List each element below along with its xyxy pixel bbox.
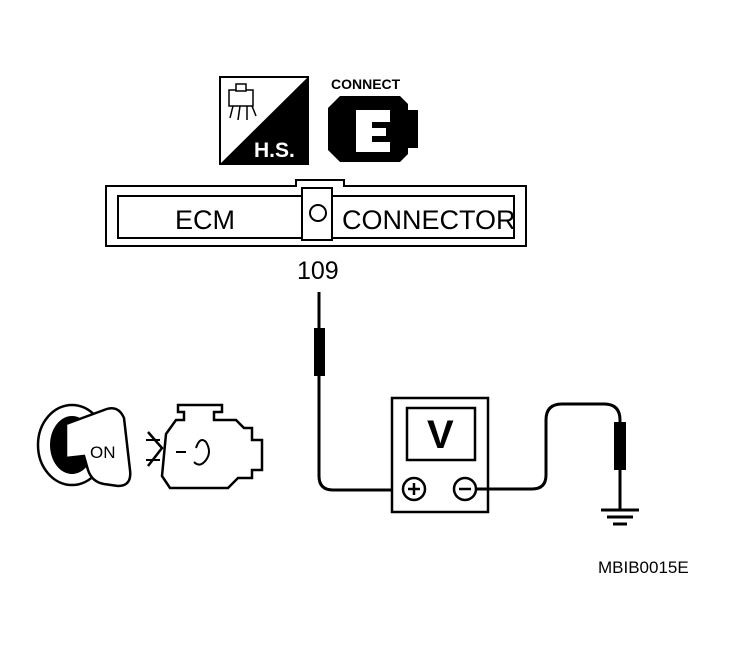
voltmeter-label: V bbox=[427, 413, 454, 457]
connect-icon-label: CONNECT bbox=[331, 76, 401, 92]
voltmeter: V bbox=[390, 396, 490, 514]
ignition-label: ON bbox=[90, 443, 116, 462]
ground-icon bbox=[601, 508, 639, 526]
terminal-number: 109 bbox=[297, 257, 339, 285]
connector-label: CONNECTOR bbox=[342, 205, 516, 235]
harness-connector-icon: H.S. bbox=[219, 76, 309, 165]
ecm-label: ECM bbox=[175, 205, 235, 235]
ecm-connector: ECM CONNECTOR bbox=[105, 179, 527, 247]
figure-code: MBIB0015E bbox=[598, 558, 689, 577]
harness-icon-label: H.S. bbox=[254, 139, 295, 162]
connect-icon: CONNECT bbox=[328, 76, 418, 162]
negative-probe bbox=[476, 402, 626, 510]
ignition-key-icon: ON bbox=[36, 403, 132, 488]
positive-probe bbox=[314, 292, 402, 492]
engine-icon bbox=[146, 403, 264, 490]
terminal-pin-109 bbox=[309, 204, 327, 222]
